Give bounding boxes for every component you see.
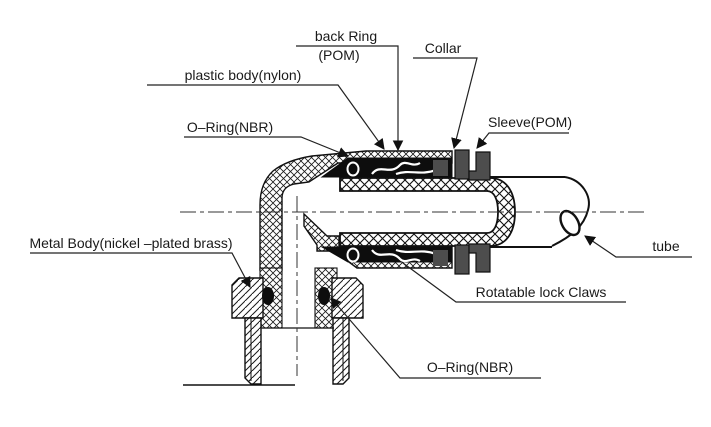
plastic-body-elbow [259, 150, 453, 271]
claw-squiggle-top-1 [371, 161, 421, 175]
leader-collar [413, 57, 478, 150]
label-back-ring: back Ring [315, 28, 377, 44]
label-back-ring-material: (POM) [318, 47, 359, 63]
thread-stud-right [332, 317, 350, 385]
tube-break-bore-ellipse [559, 209, 581, 237]
centerlines [180, 196, 645, 376]
claw-gray-top [433, 160, 448, 176]
claw-squiggle-bottom-1 [371, 249, 421, 263]
label-plastic-body: plastic body(nylon) [185, 67, 302, 83]
thread-stud-left [244, 317, 262, 385]
collar-piece-bottom [454, 244, 470, 275]
leader-o-ring-top [184, 136, 350, 158]
tube-wall-section [339, 177, 516, 247]
leader-plastic-body [147, 84, 385, 150]
label-metal-body: Metal Body(nickel –plated brass) [29, 235, 232, 251]
sleeve-piece-bottom [468, 243, 491, 273]
tube-break-cap [551, 176, 590, 247]
leader-sleeve [476, 132, 569, 149]
leader-back-ring [296, 45, 404, 152]
label-o-ring-bottom: O–Ring(NBR) [427, 359, 513, 375]
sleeve-piece-top [468, 151, 491, 181]
o-ring-bottom-right-blob [318, 287, 330, 305]
collar-sleeve-bottom [454, 243, 491, 275]
leader-o-ring-bottom [330, 297, 541, 379]
o-ring-bottom-left-blob [262, 287, 274, 305]
leader-metal-body [30, 252, 251, 288]
label-sleeve: Sleeve(POM) [488, 114, 572, 130]
leader-tube [584, 235, 692, 258]
seal-zone-bottom [320, 246, 453, 266]
label-collar: Collar [425, 40, 462, 56]
hex-nut-left [231, 277, 264, 319]
label-lock-claws: Rotatable lock Claws [476, 284, 607, 300]
label-o-ring-top: O–Ring(NBR) [187, 119, 273, 135]
o-ring-bottom-section [262, 287, 330, 305]
label-tube: tube [652, 238, 679, 254]
o-ring-bottom-highlight [346, 247, 360, 263]
seal-zone-top [320, 157, 453, 178]
collar-piece-top [454, 149, 470, 180]
claw-gray-bottom [433, 250, 448, 266]
hex-nut-right [331, 277, 364, 319]
collar-sleeve-top [454, 149, 491, 181]
labels: back Ring (POM) Collar plastic body(nylo… [29, 28, 679, 375]
o-ring-top-highlight [346, 161, 360, 177]
leader-lines [30, 45, 692, 379]
leader-lock-claws [402, 262, 626, 303]
